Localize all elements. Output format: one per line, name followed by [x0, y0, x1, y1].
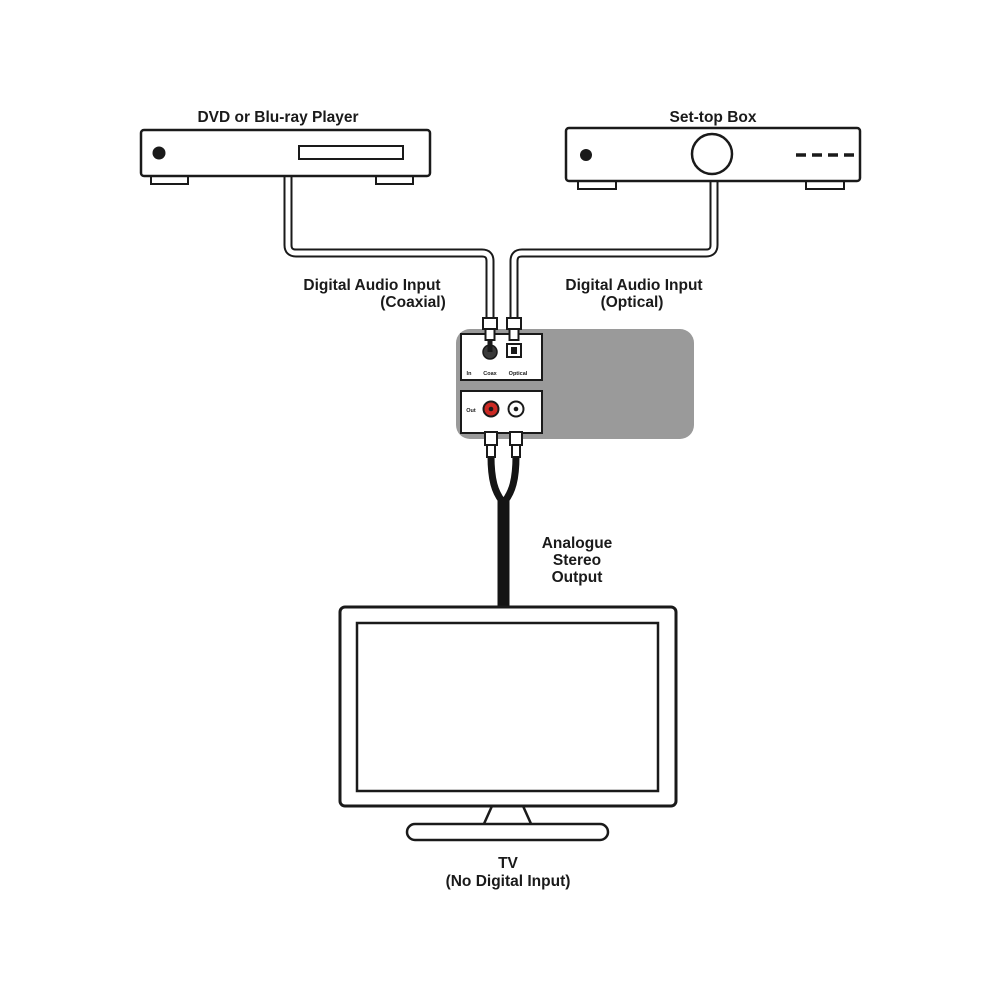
- input-label-coax: Coax: [483, 371, 497, 377]
- dvd-power-led: [152, 146, 166, 160]
- labels: DVD or Blu-ray Player Set-top Box Digita…: [197, 109, 756, 890]
- optical-input-label-line1: Digital Audio Input: [565, 277, 702, 294]
- converter-output-panel: [460, 390, 543, 434]
- dvd-player-body: [139, 128, 432, 178]
- analogue-stereo-cable: [487, 452, 520, 614]
- tv-label: TV: [498, 855, 518, 872]
- dvd-player: [139, 128, 432, 185]
- stereo-cable-right: [501, 452, 520, 505]
- stereo-rca-plugs: [484, 431, 523, 458]
- set-top-box-label: Set-top Box: [670, 109, 757, 126]
- analogue-output-label-line2: Stereo: [553, 552, 601, 569]
- stb-dial: [690, 132, 734, 176]
- input-label-in: In: [467, 371, 473, 377]
- tv: [338, 605, 678, 842]
- rca-white-socket-pin: [513, 406, 519, 412]
- coaxial-input-label-line2: (Coaxial): [380, 294, 445, 311]
- tv-screen: [355, 621, 660, 793]
- coax-plug-body: [484, 328, 496, 341]
- dvd-player-label: DVD or Blu-ray Player: [197, 109, 358, 126]
- coaxial-input-label-line1: Digital Audio Input: [303, 277, 440, 294]
- tv-stand-base: [405, 822, 610, 842]
- converter-input-panel: [460, 333, 543, 381]
- analogue-output-label-line1: Analogue: [542, 535, 613, 552]
- audio-converter: In Coax Optical Out: [456, 329, 694, 439]
- tv-sublabel: (No Digital Input): [446, 873, 571, 890]
- rca-plug-right-sleeve: [511, 444, 521, 458]
- coax-plug-tip: [487, 340, 493, 352]
- coax-plug: [482, 317, 498, 352]
- rca-red-socket-pin: [488, 406, 494, 412]
- optical-plug: [506, 317, 522, 341]
- optical-plug-ferrule: [506, 317, 522, 330]
- optical-cable: [509, 177, 719, 332]
- rca-plug-left-body: [484, 431, 498, 446]
- coax-plug-ferrule: [482, 317, 498, 330]
- analogue-output-label-line3: Output: [552, 569, 603, 586]
- output-label-out: Out: [466, 408, 476, 414]
- optical-socket-hole: [511, 347, 517, 354]
- stereo-cable-left: [487, 452, 506, 505]
- optical-input-label-line2: (Optical): [601, 294, 664, 311]
- stb-power-led: [580, 149, 592, 161]
- rca-plug-left-sleeve: [486, 444, 496, 458]
- rca-plug-right-body: [509, 431, 523, 446]
- coaxial-cable: [283, 172, 495, 332]
- optical-plug-body: [508, 328, 520, 341]
- dvd-disc-tray: [298, 145, 404, 160]
- set-top-box: [564, 126, 862, 190]
- input-label-optical: Optical: [509, 371, 528, 377]
